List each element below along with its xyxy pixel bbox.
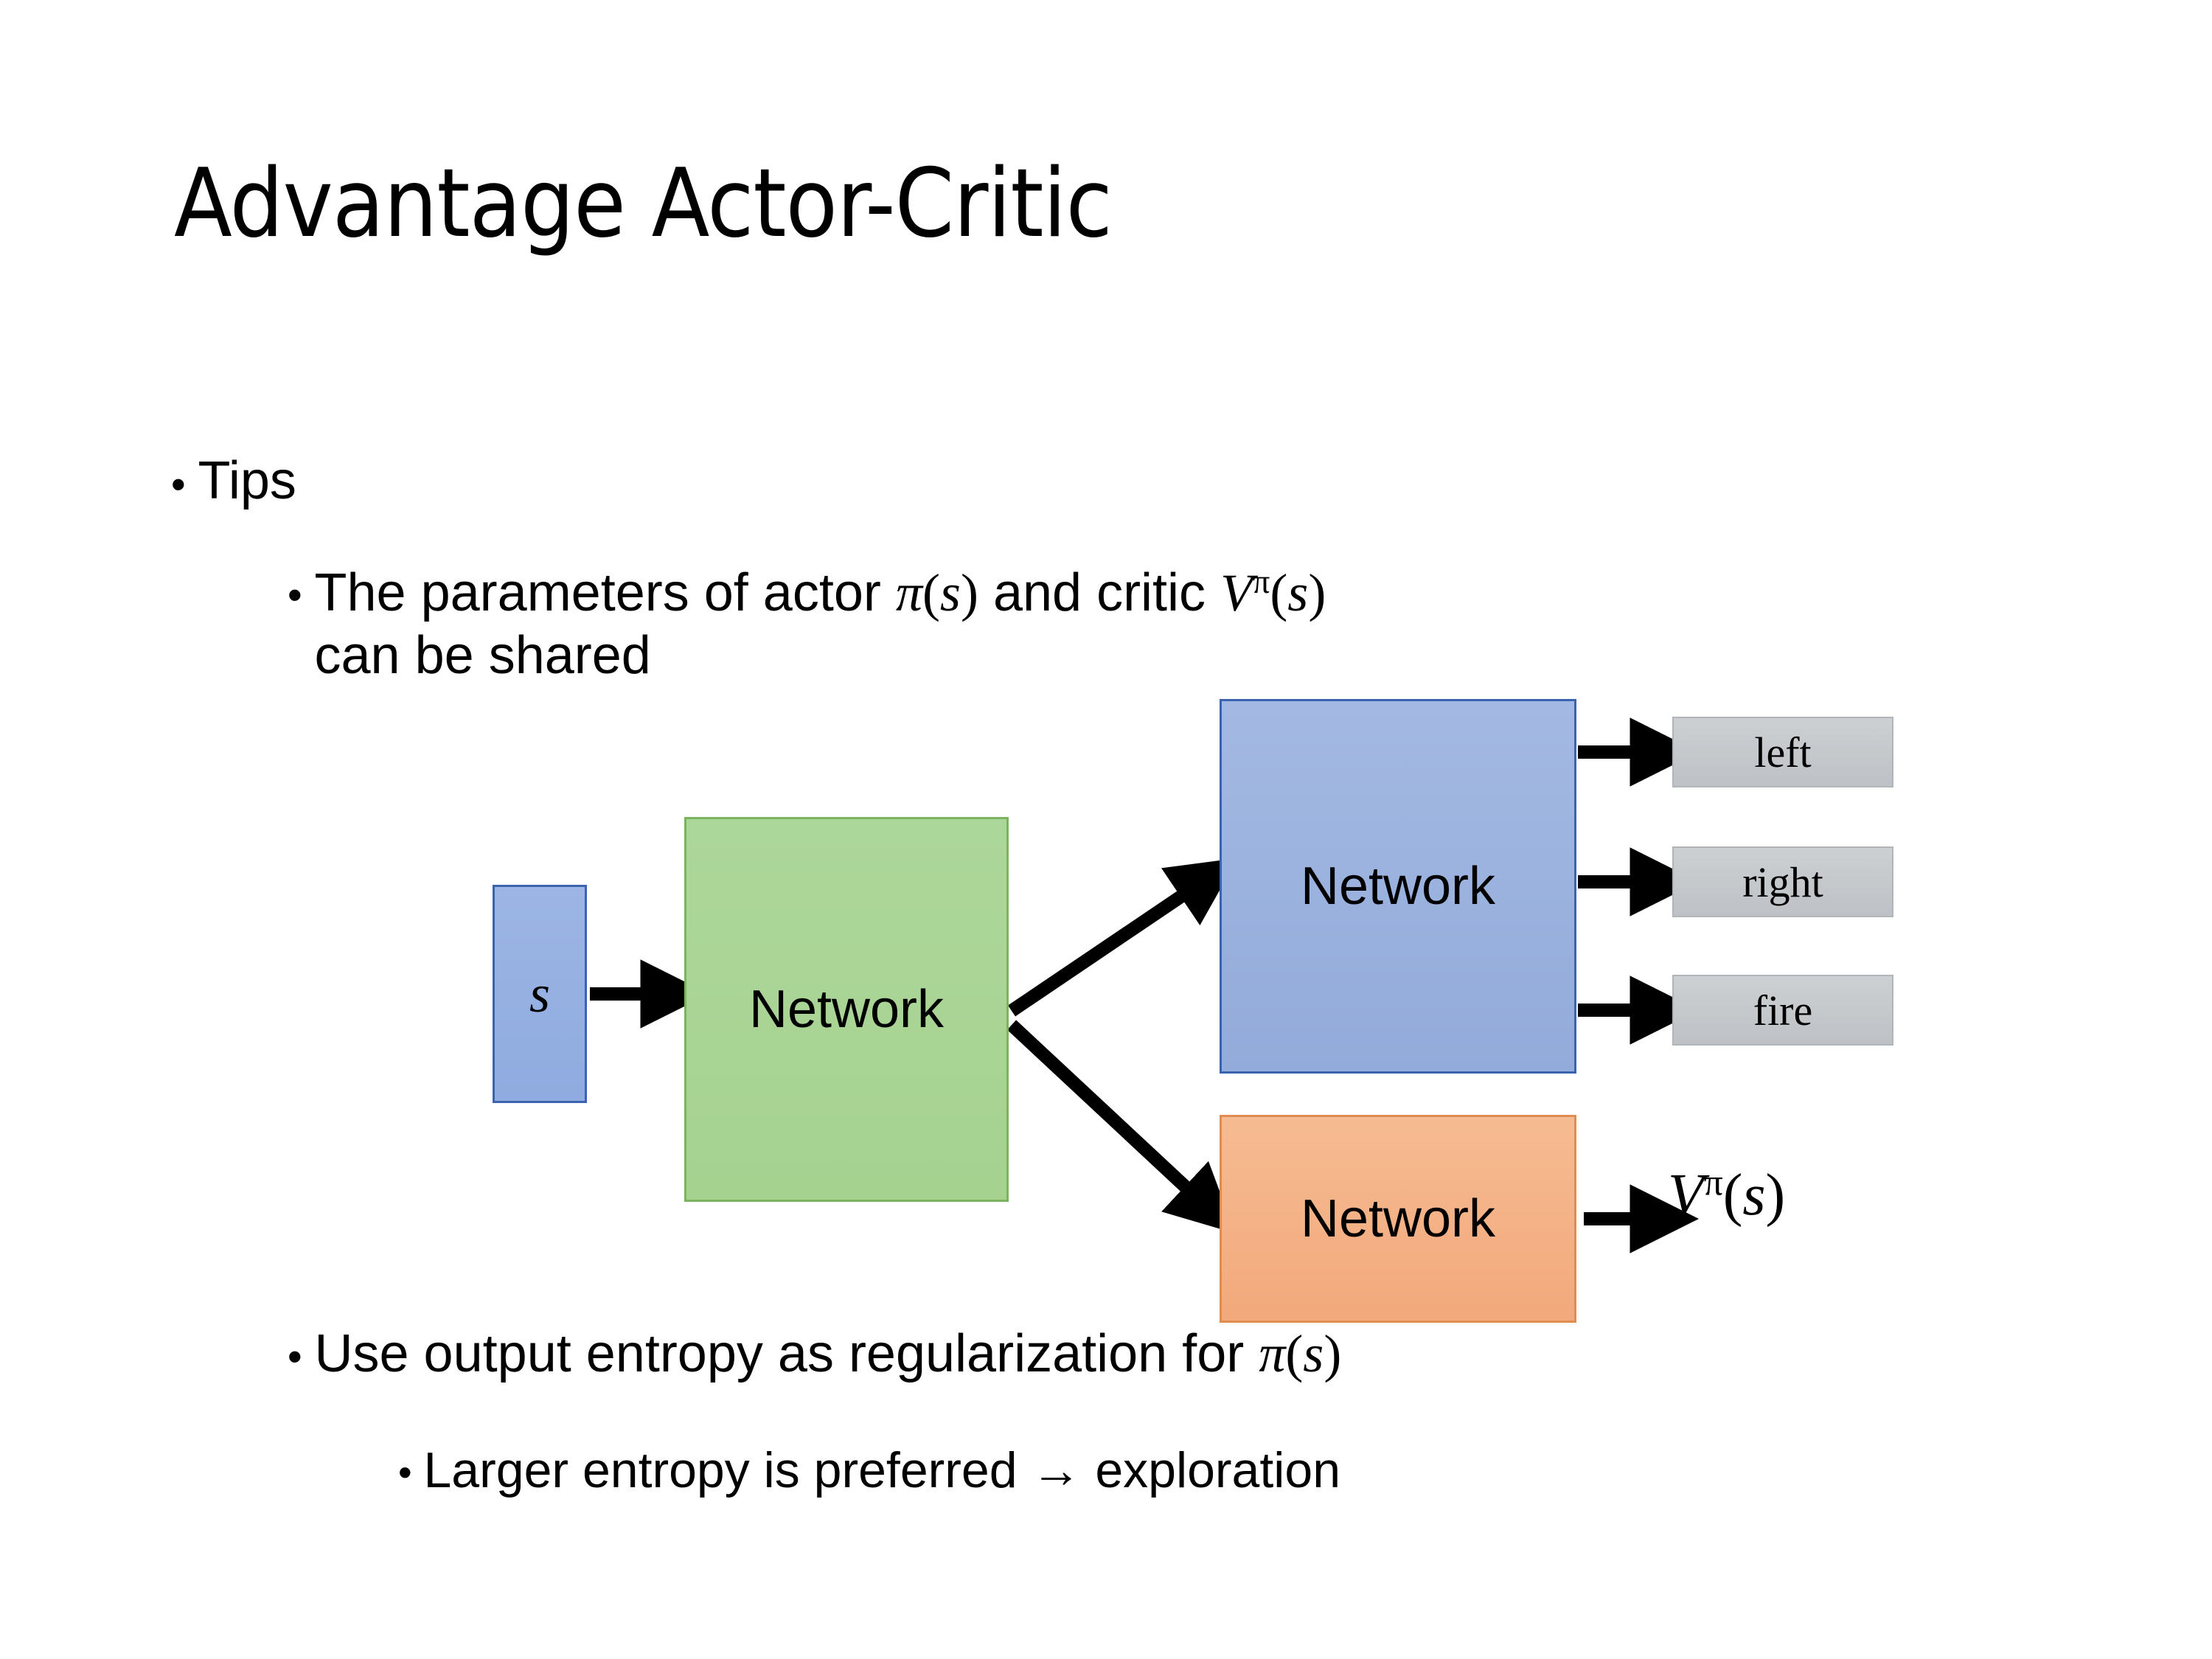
action-box-right: right bbox=[1672, 846, 1893, 917]
bullet-larger-entropy-label: Larger entropy is preferred → exploratio… bbox=[423, 1442, 1341, 1498]
shared-network-box: Network bbox=[684, 817, 1009, 1202]
value-arg: (s) bbox=[1722, 1163, 1786, 1228]
math-entropy-fn: π bbox=[1259, 1324, 1286, 1383]
action-box-left: left bbox=[1672, 717, 1893, 787]
bullet-marker-icon: • bbox=[288, 1332, 302, 1380]
bullet-shared-parameters-text: The parameters of actor π(s) and critic … bbox=[315, 562, 1326, 687]
value-superscript: π bbox=[1703, 1161, 1723, 1204]
bullet-marker-icon: • bbox=[398, 1450, 412, 1495]
bullet-shared-parameters: • The parameters of actor π(s) and criti… bbox=[288, 562, 2101, 687]
params-middle: and critic bbox=[978, 563, 1221, 622]
arrow-shared-to-critic bbox=[1006, 1020, 1236, 1234]
bullet-marker-icon: • bbox=[171, 460, 186, 507]
bullet-entropy-text: Use output entropy as regularization for… bbox=[315, 1324, 1342, 1385]
bullet-entropy-regularization: • Use output entropy as regularization f… bbox=[288, 1324, 2131, 1385]
actor-network-label: Network bbox=[1300, 857, 1496, 916]
value-fn: V bbox=[1668, 1163, 1704, 1228]
math-actor-policy: π(s) bbox=[896, 563, 978, 622]
action-box-fire: fire bbox=[1672, 975, 1893, 1046]
bullet-tips: • Tips bbox=[171, 451, 296, 511]
bullet-tips-label: Tips bbox=[198, 451, 296, 510]
math-entropy-arg: (s) bbox=[1285, 1324, 1342, 1383]
math-entropy-policy: π(s) bbox=[1259, 1324, 1341, 1383]
action-label-right: right bbox=[1742, 858, 1823, 906]
math-critic-arg: (s) bbox=[1270, 563, 1326, 622]
page-title: Advantage Actor-Critic bbox=[174, 149, 1113, 259]
entropy-prefix: Use output entropy as regularization for bbox=[314, 1324, 1259, 1383]
critic-network-box: Network bbox=[1220, 1115, 1576, 1323]
math-critic-fn: V bbox=[1220, 563, 1253, 622]
math-critic-superscript: π bbox=[1253, 563, 1270, 601]
value-function-output: Vπ(s) bbox=[1668, 1161, 1785, 1229]
state-label: s bbox=[529, 964, 551, 1023]
state-input-box: s bbox=[493, 885, 587, 1103]
arrow-shared-to-actor bbox=[1007, 858, 1238, 1017]
action-label-fire: fire bbox=[1753, 986, 1813, 1034]
bullet-larger-entropy: • Larger entropy is preferred → explorat… bbox=[398, 1441, 2168, 1499]
action-label-left: left bbox=[1754, 728, 1812, 776]
bullet-marker-icon: • bbox=[288, 571, 302, 618]
params-line2: can be shared bbox=[314, 625, 651, 685]
actor-network-box: Network bbox=[1220, 699, 1576, 1074]
critic-network-label: Network bbox=[1300, 1189, 1496, 1248]
math-critic-value: Vπ(s) bbox=[1220, 563, 1326, 622]
math-actor-arg: (s) bbox=[922, 563, 978, 622]
shared-network-label: Network bbox=[748, 980, 945, 1039]
math-value-output: Vπ(s) bbox=[1668, 1163, 1785, 1228]
params-prefix: The parameters of actor bbox=[314, 563, 896, 622]
math-actor-fn: π bbox=[895, 563, 922, 622]
